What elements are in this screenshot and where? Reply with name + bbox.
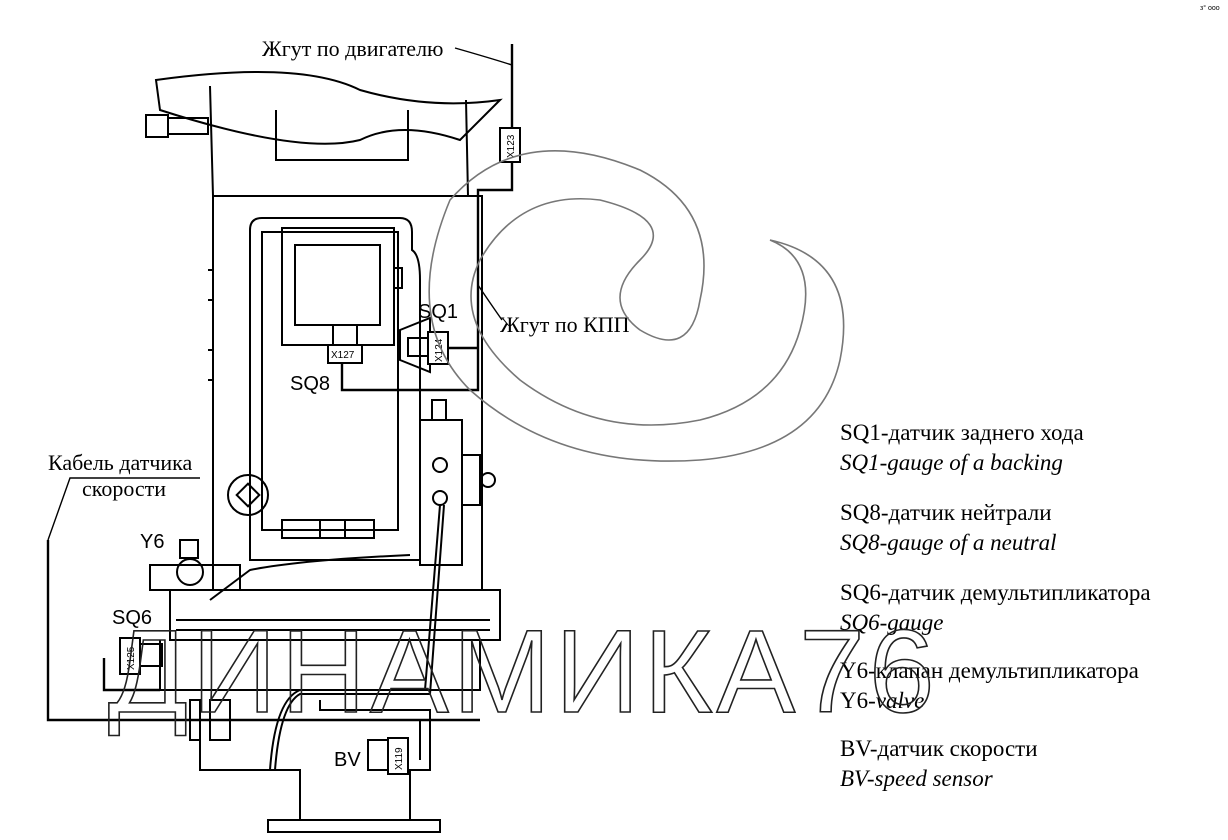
valve-top [431, 399, 447, 421]
legend-ru-2: SQ8-датчик нейтрали [840, 500, 1052, 525]
valve-bracket [149, 564, 241, 591]
svg-text:X124: X124 [434, 338, 445, 362]
sq8-nut [332, 324, 358, 346]
engine-outline [209, 85, 469, 197]
plug-body [167, 117, 209, 135]
connector-x127: X127 [327, 344, 363, 364]
legend-ru-1: SQ1-датчик заднего хода [840, 420, 1084, 445]
legend-ru-3: SQ6-датчик демультипликатора [840, 580, 1151, 605]
y6-label: Y6 [140, 531, 164, 553]
svg-text:X125: X125 [126, 646, 137, 670]
sq6-lead [102, 658, 160, 692]
switch-block [294, 244, 381, 326]
watermark-swirl-logo [428, 150, 845, 462]
output-flange [199, 700, 431, 821]
sq8-label: SQ8 [290, 373, 330, 395]
valve-port-b [432, 490, 448, 506]
valve-side [462, 454, 481, 506]
plate-lines [319, 520, 346, 538]
svg-text:X127: X127 [331, 350, 355, 361]
engine-harness-label: Жгут по двигателю [262, 36, 444, 61]
svg-text:X123: X123 [506, 134, 517, 158]
tube-1 [269, 504, 441, 771]
legend-en-2: SQ8-gauge of a neutral [840, 530, 1057, 555]
top-cover [249, 217, 421, 561]
engine-harness-leader [454, 47, 513, 66]
plate [281, 519, 375, 539]
splitter-lines [176, 619, 490, 631]
speed-cable-label-line1: Кабель датчика [48, 450, 193, 475]
bv-nut [367, 739, 389, 771]
legend-en-3: SQ6-gauge [840, 610, 943, 635]
sq1-label: SQ1 [418, 301, 458, 323]
legend: SQ1-датчик заднего хода SQ1-gauge of a b… [840, 420, 1151, 791]
svg-text:X119: X119 [394, 747, 405, 770]
sq1-nut [407, 337, 429, 357]
y6-valve [176, 558, 204, 586]
neutral-switch-housing [281, 227, 395, 346]
harness-wires [46, 44, 514, 722]
corner-mark: з° ооо [1200, 4, 1220, 12]
gearbox-harness-label: Жгут по КПП [500, 312, 630, 337]
transmission-drawing [139, 71, 503, 833]
speed-cable-label-line2: скорости [82, 476, 166, 501]
valve-stack [419, 419, 463, 566]
sq6-label: SQ6 [112, 607, 152, 629]
legend-en-1: SQ1-gauge of a backing [840, 450, 1063, 475]
engine-cutaway [154, 71, 503, 145]
plug [145, 114, 169, 138]
gearbox-harness-leader [477, 284, 503, 321]
latch [393, 267, 403, 289]
tube-3 [209, 554, 411, 601]
drain-plug [227, 474, 269, 516]
watermark: ДИНАМИКА76 [107, 150, 938, 739]
connector-x123: X123 [499, 127, 521, 163]
sq1-sensor-body [399, 316, 431, 374]
connector-x119: X119 [387, 737, 409, 775]
drain-plug-head [235, 482, 261, 508]
flange-plate [267, 819, 441, 833]
connector-x125: X125 [119, 637, 141, 675]
cover-inner [261, 231, 399, 531]
legend-ru-4: Y6-клапан демультипликатора [840, 658, 1139, 683]
legend-en-4: Y6-valve [840, 688, 924, 713]
valve-port-c [480, 472, 496, 488]
tube-2 [274, 504, 445, 771]
valve-port-a [432, 457, 448, 473]
connector-x124: X124 [427, 331, 449, 365]
speed-cable [46, 540, 480, 722]
watermark-text: ДИНАМИКА76 [108, 606, 938, 738]
speed-cable-leader [47, 477, 200, 541]
splitter-housing [169, 589, 501, 641]
bv-label: BV [334, 749, 361, 771]
legend-en-5: BV-speed sensor [840, 766, 994, 791]
housing-ribs [208, 269, 213, 381]
harness-main [340, 44, 514, 392]
y6-head [179, 539, 199, 559]
legend-ru-5: BV-датчик скорости [840, 736, 1038, 761]
